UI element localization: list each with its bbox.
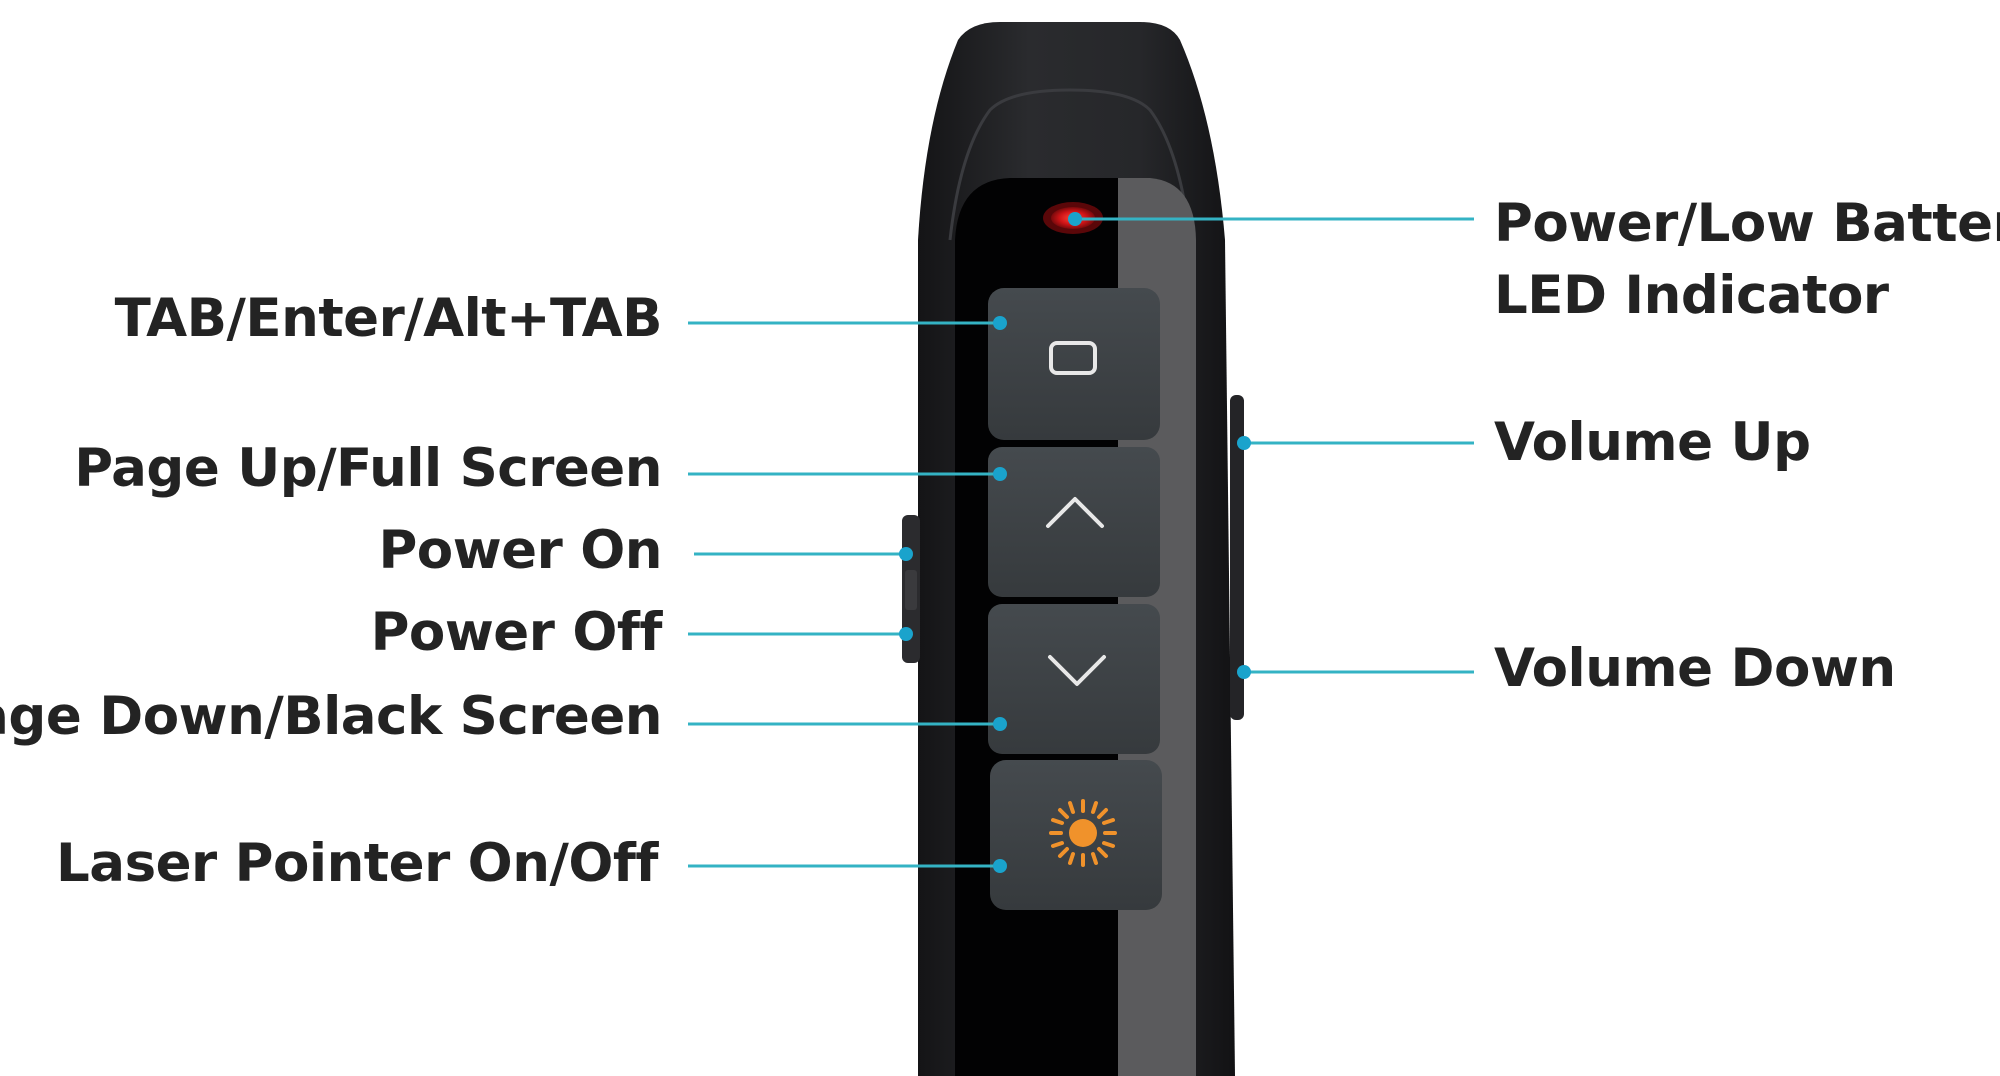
label-tab-enter: TAB/Enter/Alt+TAB	[114, 288, 663, 349]
callout-dot-page-up	[993, 467, 1007, 481]
power-switch-grip	[905, 570, 917, 610]
label-laser: Laser Pointer On/Off	[56, 833, 658, 894]
callout-dot-tab-enter	[993, 316, 1007, 330]
label-page-up: Page Up/Full Screen	[74, 438, 662, 499]
chevron-up-icon	[1046, 497, 1104, 528]
rectangle-icon	[1049, 341, 1097, 375]
sun-icon	[1049, 799, 1117, 867]
callout-dot-laser	[993, 859, 1007, 873]
callout-dot-power-off	[899, 627, 913, 641]
label-volume-up: Volume Up	[1494, 412, 1811, 473]
label-page-down: Page Down/Black Screen	[0, 686, 662, 747]
callout-dot-volume-up	[1237, 436, 1251, 450]
label-led-indicator: Power/Low Battery LED Indicator	[1494, 188, 2000, 332]
label-led-line1: Power/Low Battery	[1494, 193, 2000, 254]
volume-side-rocker[interactable]	[1230, 395, 1244, 720]
label-power-off: Power Off	[370, 602, 663, 663]
label-power-on: Power On	[378, 520, 662, 581]
callout-dot-led	[1068, 212, 1082, 226]
label-led-line2: LED Indicator	[1494, 265, 1889, 326]
callout-dot-page-down	[993, 717, 1007, 731]
callout-dot-power-on	[899, 547, 913, 561]
label-volume-down: Volume Down	[1494, 638, 1896, 699]
callout-dot-volume-down	[1237, 665, 1251, 679]
page-up-button[interactable]	[988, 447, 1160, 597]
tab-enter-button[interactable]	[988, 288, 1160, 440]
remote-cap-contour	[948, 88, 1192, 241]
chevron-down-icon	[1048, 655, 1106, 686]
